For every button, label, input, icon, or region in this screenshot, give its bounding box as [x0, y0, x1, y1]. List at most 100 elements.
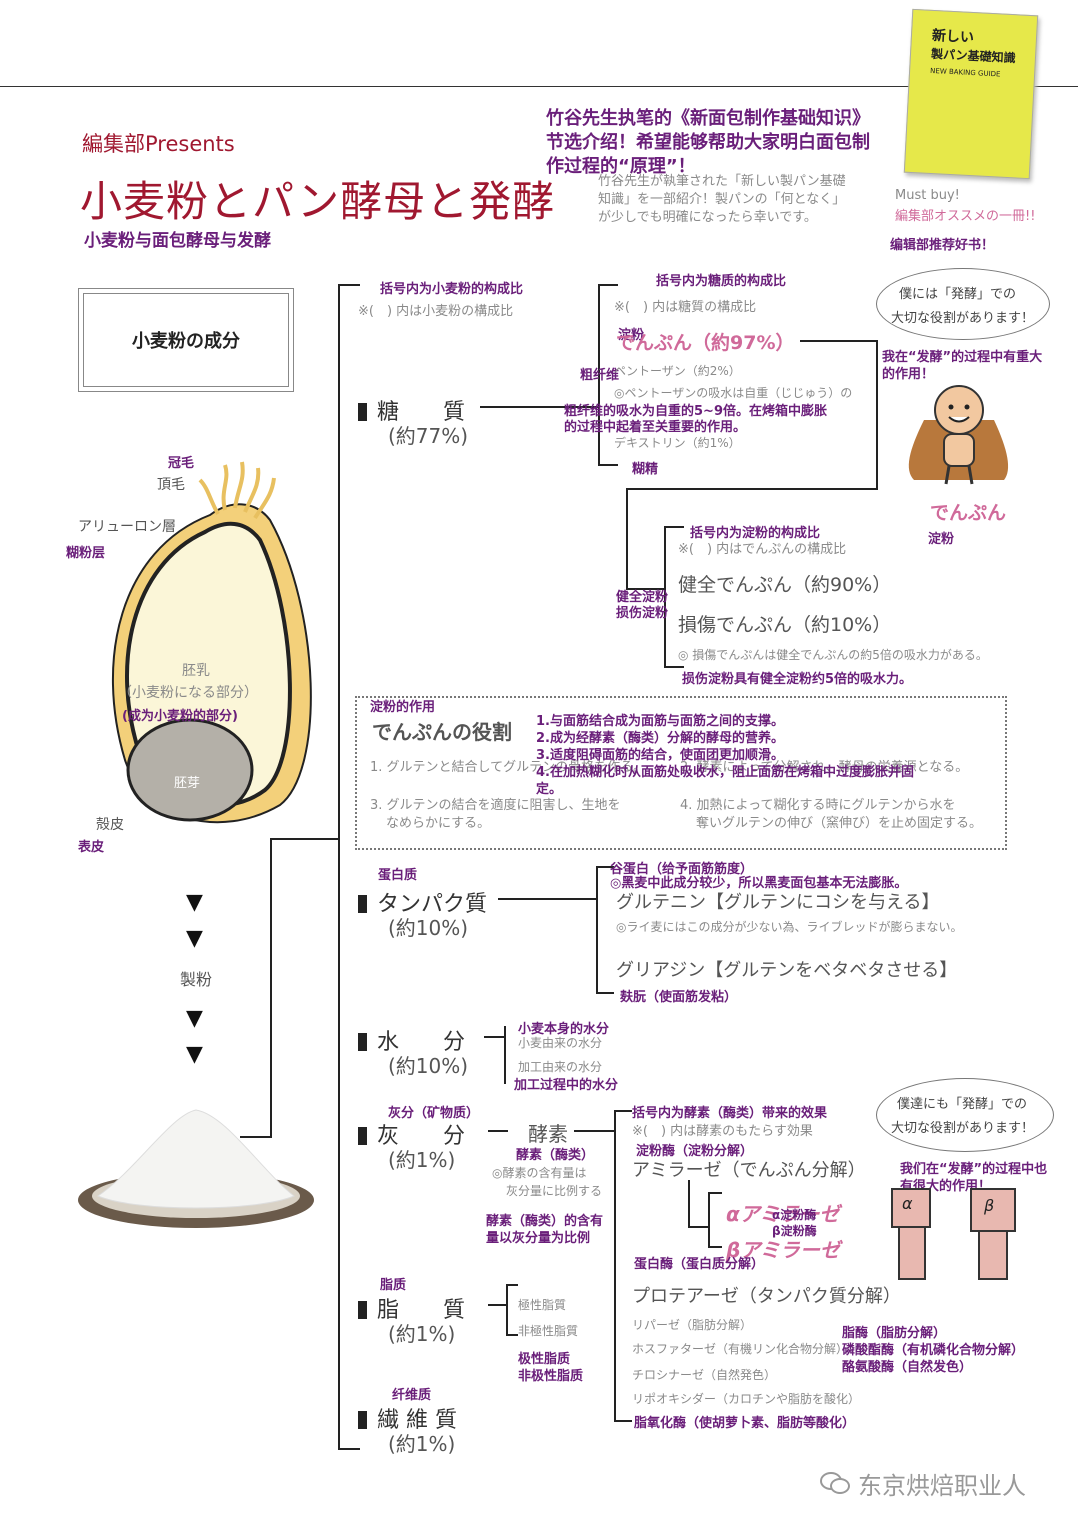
- polar-lipid-cn: 极性脂质: [518, 1352, 571, 1367]
- phosphatase-jp: ホスファターゼ（有機リン化合物分解）: [632, 1342, 849, 1356]
- intro-jp-2: 知識」を一部紹介！製パンの「何となく」: [598, 192, 846, 207]
- enzyme-bubble-cn-1: 我们在“发酵”的过程中也: [900, 1162, 1048, 1177]
- protein-ratio: (約10%): [388, 916, 469, 940]
- protein-name: タンパク質: [358, 886, 487, 918]
- lipid-label-cn: 脂质: [380, 1278, 407, 1293]
- book-title-1: 新しい: [931, 27, 975, 47]
- enzyme-bracket-v: [614, 1110, 616, 1422]
- role-cn-3: 3.适度阻碍面筋的结合，使面团更加顺滑。: [536, 748, 784, 763]
- enzyme-note-jp-1: ◎酵素の含有量は: [492, 1166, 587, 1180]
- main-trunk: [338, 284, 340, 1450]
- germ-jp: 胚芽: [174, 776, 201, 791]
- lipase-jp: リパーゼ（脂肪分解）: [632, 1318, 753, 1332]
- watermark-text: 东京烘焙职业人: [858, 1472, 1026, 1500]
- trunk-bottom: [338, 1448, 360, 1450]
- damaged-note-cn: 损伤淀粉具有健全淀粉约5倍的吸水力。: [682, 672, 913, 687]
- lipid-ratio: (約1%): [388, 1322, 456, 1346]
- lipox-cn: 脂氧化酶（使胡萝卜素、脂肪等酸化）: [634, 1416, 856, 1431]
- flour-connector-h: [240, 1136, 270, 1138]
- component-box-label: 小麦粉の成分: [132, 331, 240, 352]
- arrow-down-icon: ▼: [186, 890, 203, 915]
- flour-note-jp: ※( ) 内は小麦粉の構成比: [358, 304, 514, 319]
- healthy-starch-jp: 健全でんぷん（約90%）: [678, 574, 892, 596]
- starch-connector-v2: [626, 488, 628, 588]
- fiber-label-cn: 纤维质: [392, 1388, 432, 1403]
- amylase-v: [688, 1180, 690, 1228]
- carb-name: 糖 質: [358, 394, 465, 426]
- starch-note-jp: ※( ) 内はでんぷんの構成比: [678, 542, 847, 557]
- carb-ratio: (約77%): [388, 424, 469, 448]
- gliadin-cn: 麸朊（使面筋发粘）: [620, 990, 738, 1005]
- role-cn-1: 1.与面筋结合成为面筋与面筋之间的支撑。: [536, 714, 784, 729]
- bubble-line-1: 僕には「発酵」での: [899, 287, 1017, 302]
- enzyme-speech-bubble: 僕達にも「発酵」での 大切な役割があります！: [876, 1078, 1054, 1152]
- glutenin-note-cn: ◎黑麦中此成分较少，所以黑麦面包基本无法膨胀。: [610, 876, 908, 891]
- recommend-cn: 编辑部推荐好书！: [890, 238, 995, 253]
- top-rule: [0, 86, 1078, 87]
- endosperm-jp-1: 胚乳: [182, 663, 210, 679]
- glutenin-cn: 谷蛋白（给予面筋筋度）: [610, 862, 754, 877]
- enzyme-bracket-bot: [614, 1420, 632, 1422]
- mascot-name-cn: 淀粉: [928, 532, 955, 547]
- starch-bracket-v: [664, 526, 666, 666]
- glutenin-jp: グルテニン【グルテンにコシを与える】: [616, 892, 940, 913]
- polar-lipid-jp: 極性脂質: [518, 1298, 567, 1312]
- arrow-down-icon: ▼: [186, 926, 203, 951]
- bubble-line-2: 大切な役割があります！: [891, 311, 1035, 326]
- protein-bracket-v: [596, 866, 598, 994]
- role-cn-4: 4.在加热糊化时从面筋处吸收水，阻止面筋在烤箱中过度膨胀并固: [536, 765, 914, 780]
- carb-note-cn: 括号内为糖质的构成比: [656, 274, 787, 289]
- aleurone-cn: 糊粉层: [66, 546, 106, 561]
- damaged-note-jp: ◎ 損傷でんぷんは健全でんぷんの約5倍の吸水力がある。: [678, 648, 988, 662]
- phosphatase-cn: 磷酸酯酶（有机磷化合物分解）: [842, 1343, 1025, 1358]
- endosperm-cn: (成为小麦粉的部分): [122, 709, 238, 724]
- role-item-4-jp: 4. 加熱によって糊化する時にグルテンから水を: [680, 798, 956, 813]
- protease-jp: プロテアーゼ（タンパク質分解）: [632, 1286, 901, 1307]
- fiber-cn: 粗纤维: [580, 368, 620, 383]
- milling-label: 製粉: [180, 970, 213, 989]
- alpha-mascot-letter: α: [902, 1194, 913, 1213]
- ash-name: 灰 分: [358, 1118, 465, 1150]
- role-title-jp: でんぷんの役割: [372, 720, 512, 744]
- protease-cn: 蛋白酶（蛋白质分解）: [634, 1257, 765, 1272]
- water-own-cn: 小麦本身的水分: [518, 1022, 610, 1037]
- subtitle-cn: 小麦粉与面包酵母与发酵: [84, 231, 271, 251]
- enzyme-note-jp-2: 灰分量に比例する: [506, 1184, 603, 1198]
- role-item-4-jp-2: 奪いグルテンの伸び（窯伸び）を止め固定する。: [696, 816, 983, 831]
- fiber-ratio: (約1%): [388, 1432, 456, 1456]
- role-cn-2: 2.成为经酵素（酶类）分解的酵母的营养。: [536, 731, 784, 746]
- starch-cn: 淀粉: [618, 328, 645, 343]
- role-item-1-jp: 1. グルテンと結合してグルテンの骨格を作る。: [370, 760, 647, 775]
- beta-mascot-letter: β: [984, 1196, 995, 1215]
- bran-cn: 表皮: [78, 840, 105, 855]
- starch-bracket-bot: [664, 666, 684, 668]
- dextrin-cn: 糊精: [632, 462, 659, 477]
- enzyme-connector: [574, 1130, 614, 1132]
- brush-jp: 頂毛: [157, 477, 185, 493]
- endosperm-jp-2: （小麦粉になる部分）: [118, 685, 258, 701]
- alpha-beta-v: [708, 1192, 710, 1248]
- lipid-connector: [488, 1304, 508, 1306]
- book-cover-image: 新しい 製パン基礎知識 NEW BAKING GUIDE: [903, 8, 1039, 180]
- intro-cn-2: 节选介绍！希望能够帮助大家明白面包制: [546, 132, 870, 153]
- water-proc-jp: 加工由来の水分: [518, 1060, 603, 1074]
- starch-role-box: [355, 696, 1007, 850]
- presents-label: 編集部Presents: [82, 132, 235, 156]
- enzyme-jp: 酵素: [528, 1122, 568, 1146]
- starch-jp: でんぷん（約97%）: [616, 332, 795, 354]
- enzyme-note-cn-1: 酵素（酶类）的含有: [486, 1214, 604, 1229]
- role-item-3-jp-2: なめらかにする。: [386, 816, 491, 831]
- intro-cn-3: 作过程的“原理”！: [546, 156, 696, 177]
- protein-label-cn: 蛋白质: [378, 868, 418, 883]
- role-item-3-jp: 3. グルテンの結合を適度に阻害し、生地を: [370, 798, 621, 813]
- amylase-h: [688, 1226, 708, 1228]
- damaged-starch-jp: 損傷でんぷん（約10%）: [678, 614, 892, 636]
- lipox-jp: リポオキシダー（カロチンや脂肪を酸化）: [632, 1392, 861, 1406]
- amylase-cn: 淀粉酶（淀粉分解）: [636, 1144, 754, 1159]
- pentosan-jp: ペントーザン（約2%）: [614, 364, 741, 378]
- ash-ratio: (約1%): [388, 1148, 456, 1172]
- pentosan-note-jp: ◎ペントーザンの吸水は自重（じじゅう）の: [614, 386, 853, 400]
- carb-note-jp: ※( ) 内は糖質の構成比: [614, 300, 757, 315]
- arrow-down-icon: ▼: [186, 1006, 203, 1031]
- tyrosinase-jp: チロシナーゼ（自然発色）: [632, 1368, 777, 1382]
